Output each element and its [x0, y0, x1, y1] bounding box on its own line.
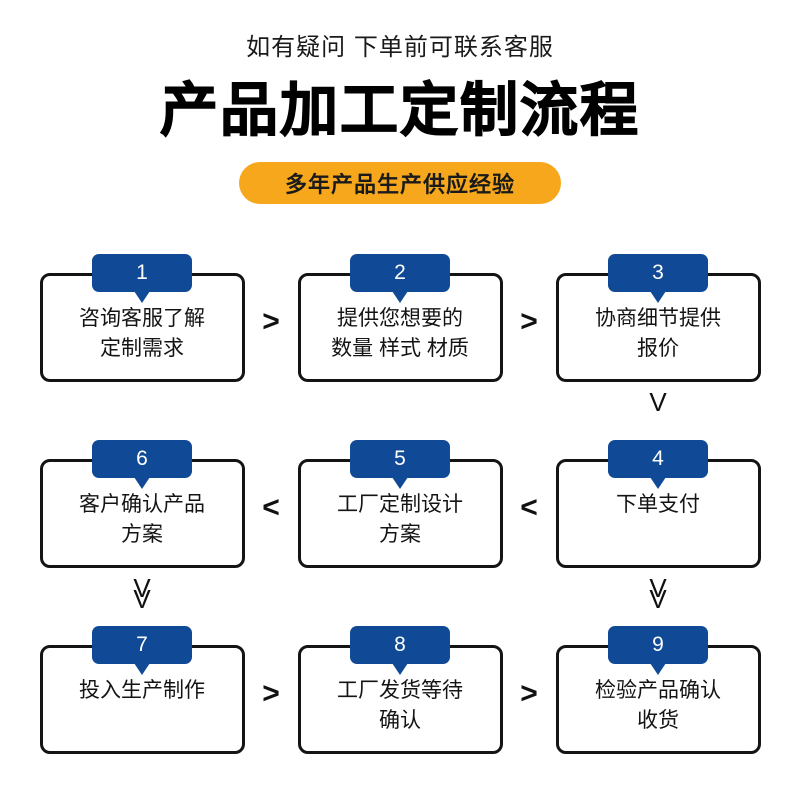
step-label: 提供您想要的 数量 样式 材质: [331, 307, 469, 360]
connector-4-5: <: [503, 429, 556, 615]
flow-row-2: 客户确认产品 方案 6 V < 工厂定制设计 方案 5 < 下单支付 4 V: [0, 429, 800, 615]
step-number-badge: 2: [350, 254, 450, 292]
page-header: 如有疑问 下单前可联系客服 产品加工定制流程 多年产品生产供应经验: [0, 0, 800, 204]
process-flow-diagram: 咨询客服了解 定制需求 1 > 提供您想要的 数量 样式 材质 2 > 协商细节…: [0, 243, 800, 801]
step-label: 投入生产制作: [79, 679, 205, 702]
step-number-badge: 9: [608, 626, 708, 664]
step-number-badge: 6: [92, 440, 192, 478]
arrow-left-icon: <: [262, 491, 280, 524]
page-title: 产品加工定制流程: [159, 78, 640, 143]
flow-row-3: V 投入生产制作 7 > 工厂发货等待 确认 8 > V 检验产品确认 收货 9: [0, 586, 800, 801]
connector-8-9: >: [503, 615, 556, 801]
flow-step-1[interactable]: 咨询客服了解 定制需求 1: [39, 243, 245, 429]
step-box: 工厂定制设计 方案: [297, 459, 503, 568]
arrow-left-icon: <: [520, 491, 538, 524]
connector-7-8: >: [245, 615, 298, 801]
header-subtitle: 如有疑问 下单前可联系客服: [246, 34, 554, 61]
header-badge-row: 多年产品生产供应经验: [0, 162, 800, 204]
step-number-badge: 4: [608, 440, 708, 478]
step-number-badge: 7: [92, 626, 192, 664]
step-number-badge: 8: [350, 626, 450, 664]
arrow-down-icon: V: [649, 387, 667, 417]
flow-step-9[interactable]: V 检验产品确认 收货 9: [555, 586, 761, 801]
flow-step-5[interactable]: 工厂定制设计 方案 5: [297, 429, 503, 615]
arrow-down-icon: V: [649, 573, 667, 603]
step-label: 检验产品确认 收货: [595, 679, 721, 732]
arrow-down-icon: V: [133, 573, 151, 603]
step-label: 协商细节提供 报价: [595, 307, 721, 360]
step-number-badge: 1: [92, 254, 192, 292]
arrow-right-icon: >: [262, 305, 280, 338]
flow-step-7[interactable]: V 投入生产制作 7: [39, 586, 245, 801]
connector-1-2: >: [245, 243, 298, 429]
flow-step-3[interactable]: 协商细节提供 报价 3 V: [555, 243, 761, 429]
arrow-down-icon: V: [649, 584, 667, 614]
connector-5-6: <: [245, 429, 298, 615]
flow-step-8[interactable]: 工厂发货等待 确认 8: [297, 615, 503, 801]
arrow-down-icon: V: [133, 584, 151, 614]
step-label: 工厂定制设计 方案: [337, 493, 463, 546]
flow-step-6[interactable]: 客户确认产品 方案 6 V: [39, 429, 245, 615]
step-label: 客户确认产品 方案: [79, 493, 205, 546]
step-number-badge: 5: [350, 440, 450, 478]
flow-step-2[interactable]: 提供您想要的 数量 样式 材质 2: [297, 243, 503, 429]
flow-row-1: 咨询客服了解 定制需求 1 > 提供您想要的 数量 样式 材质 2 > 协商细节…: [0, 243, 800, 429]
arrow-right-icon: >: [520, 677, 538, 710]
step-label: 下单支付: [616, 493, 700, 516]
step-label: 工厂发货等待 确认: [337, 679, 463, 732]
arrow-right-icon: >: [520, 305, 538, 338]
connector-2-3: >: [503, 243, 556, 429]
step-number-badge: 3: [608, 254, 708, 292]
experience-badge: 多年产品生产供应经验: [238, 162, 561, 204]
flow-step-4[interactable]: 下单支付 4 V: [555, 429, 761, 615]
arrow-right-icon: >: [262, 677, 280, 710]
step-label: 咨询客服了解 定制需求: [79, 307, 205, 360]
